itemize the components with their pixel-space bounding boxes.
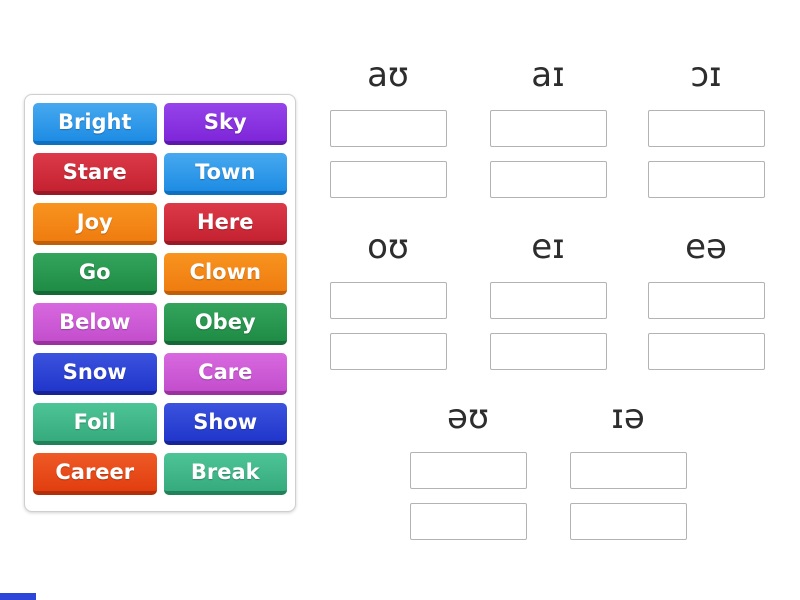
group-header: aʊ <box>367 55 409 95</box>
drop-slot[interactable] <box>569 503 687 540</box>
drop-slot[interactable] <box>489 282 607 319</box>
word-tile-show[interactable]: Show <box>163 403 287 445</box>
word-tile-bright[interactable]: Bright <box>33 103 157 145</box>
drop-slot[interactable] <box>489 161 607 198</box>
group-header: aɪ <box>531 55 565 95</box>
sort-group: aɪ <box>468 55 628 212</box>
sort-group: oʊ <box>308 227 468 384</box>
word-tile-clown[interactable]: Clown <box>163 253 287 295</box>
word-tile-obey[interactable]: Obey <box>163 303 287 345</box>
sort-group: eə <box>626 227 786 384</box>
sort-group: eɪ <box>468 227 628 384</box>
word-tile-career[interactable]: Career <box>33 453 157 495</box>
word-tile-town[interactable]: Town <box>163 153 287 195</box>
word-tile-sky[interactable]: Sky <box>163 103 287 145</box>
group-header: eə <box>685 227 727 267</box>
drop-slot[interactable] <box>647 333 765 370</box>
progress-bar <box>0 593 36 600</box>
sort-group: ɔɪ <box>626 55 786 212</box>
sort-group: əʊ <box>388 397 548 554</box>
drop-slot[interactable] <box>569 452 687 489</box>
group-header: oʊ <box>367 227 409 267</box>
drop-slot[interactable] <box>647 282 765 319</box>
word-tile-here[interactable]: Here <box>163 203 287 245</box>
word-tile-stare[interactable]: Stare <box>33 153 157 195</box>
sort-group: aʊ <box>308 55 468 212</box>
group-header: eɪ <box>531 227 565 267</box>
word-tile-go[interactable]: Go <box>33 253 157 295</box>
drop-slot[interactable] <box>329 333 447 370</box>
word-tile-care[interactable]: Care <box>163 353 287 395</box>
sort-group: ɪə <box>548 397 708 554</box>
word-tile-break[interactable]: Break <box>163 453 287 495</box>
word-tile-below[interactable]: Below <box>33 303 157 345</box>
drop-slot[interactable] <box>329 110 447 147</box>
word-tile-foil[interactable]: Foil <box>33 403 157 445</box>
drop-slot[interactable] <box>329 161 447 198</box>
group-header: ɪə <box>611 397 645 437</box>
group-header: ɔɪ <box>690 55 722 95</box>
drop-slot[interactable] <box>489 110 607 147</box>
drop-slot[interactable] <box>409 452 527 489</box>
word-tile-snow[interactable]: Snow <box>33 353 157 395</box>
drop-slot[interactable] <box>329 282 447 319</box>
drop-slot[interactable] <box>409 503 527 540</box>
drop-slot[interactable] <box>647 161 765 198</box>
drop-slot[interactable] <box>647 110 765 147</box>
word-tile-joy[interactable]: Joy <box>33 203 157 245</box>
group-header: əʊ <box>447 397 489 437</box>
drop-slot[interactable] <box>489 333 607 370</box>
